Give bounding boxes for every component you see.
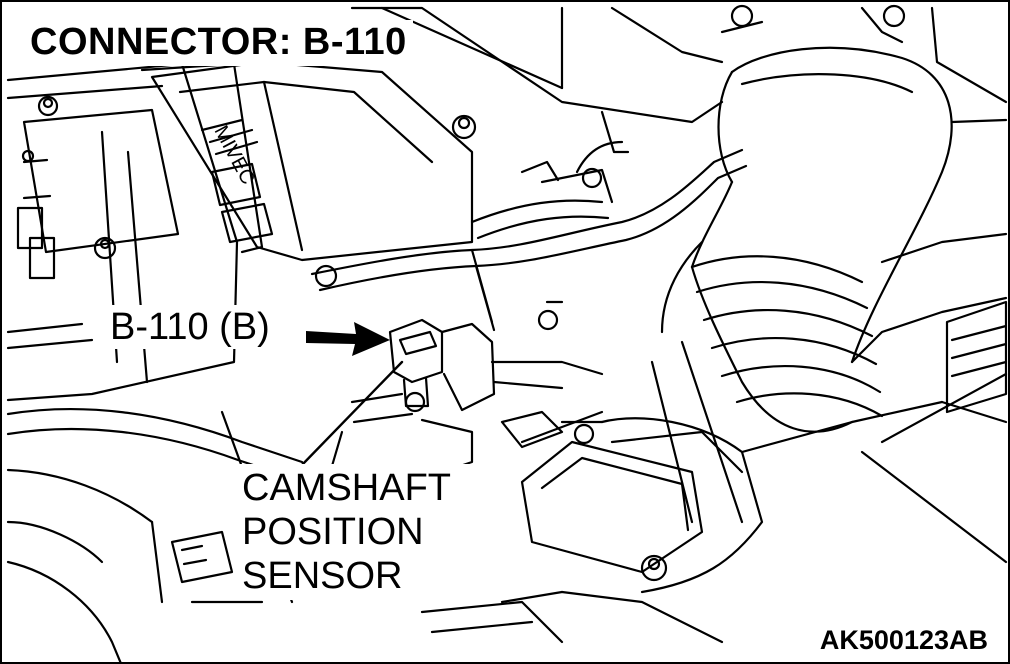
- figure-code: AK500123AB: [813, 624, 990, 656]
- hoses: [310, 110, 748, 332]
- connector-callout-label: B-110 (B): [108, 305, 276, 349]
- sensor-label-line-3: SENSOR: [242, 555, 403, 597]
- sensor-label-line-2: POSITION: [242, 511, 424, 553]
- engine-block-left: [6, 62, 264, 402]
- intake-upper: [350, 4, 1008, 124]
- arrow-right-icon: [306, 322, 390, 356]
- sensor-leader-line: [298, 360, 404, 469]
- sensor-callout-label: CAMSHAFT POSITION SENSOR: [238, 464, 500, 600]
- page-title: CONNECTOR: B-110: [28, 20, 413, 66]
- throttle-body: [500, 423, 724, 644]
- rocker-cover: MIVEC: [150, 60, 477, 262]
- intake-duct: [560, 46, 1008, 594]
- sensor-label-line-1: CAMSHAFT: [242, 467, 451, 509]
- right-bracket: [945, 300, 1008, 414]
